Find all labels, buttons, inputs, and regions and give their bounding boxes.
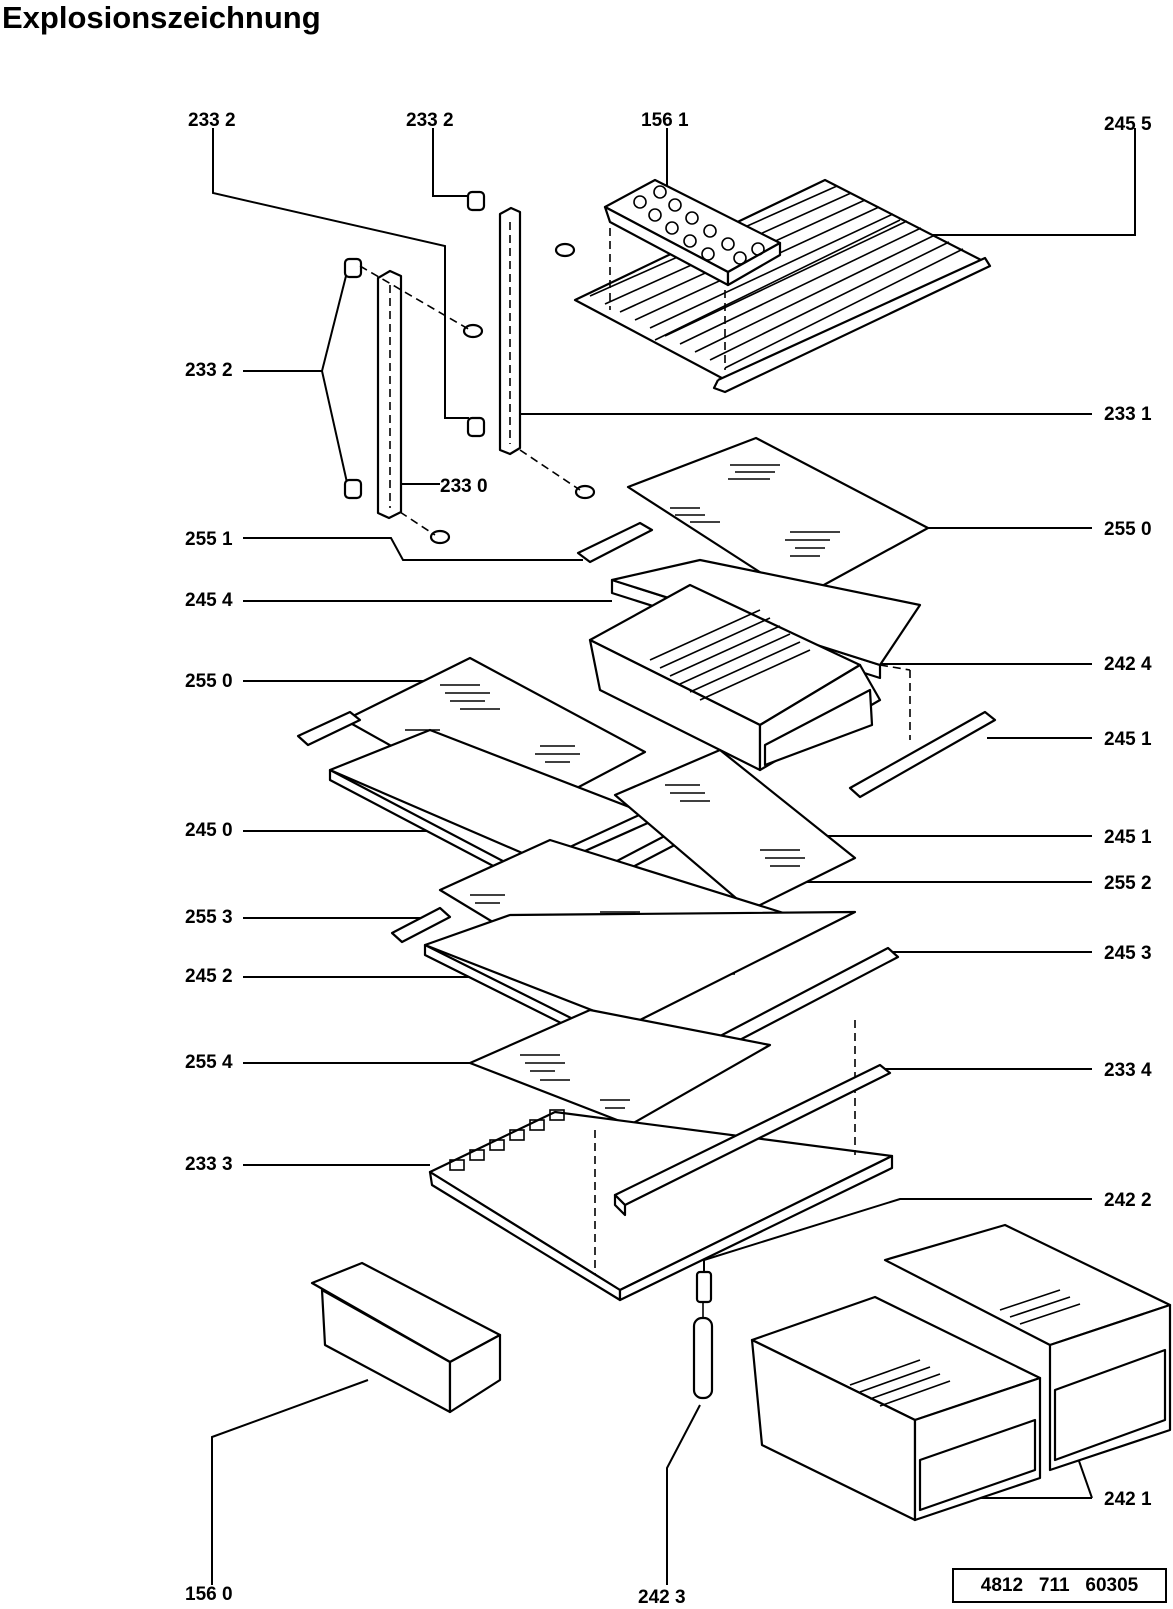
label-255-1: 255 1 [185,529,233,550]
frame-245-0 [328,728,652,882]
label-233-2-top-middle: 233 2 [406,110,454,131]
label-255-3: 255 3 [185,907,233,928]
glass-plate-255-4 [468,1008,772,1127]
label-233-1: 233 1 [1104,404,1152,425]
label-255-0-left: 255 0 [185,671,233,692]
ice-tray-156-1 [603,178,782,370]
butter-dish-156-0 [310,1261,502,1414]
label-242-4: 242 4 [1104,654,1152,675]
crisper-cover-233-3 [428,1020,894,1302]
label-255-2: 255 2 [1104,873,1152,894]
label-242-3: 242 3 [638,1587,686,1608]
label-233-4: 233 4 [1104,1060,1152,1081]
label-242-2: 242 2 [1104,1190,1152,1211]
label-156-1: 156 1 [641,110,689,131]
frame-233-4 [613,1063,892,1217]
rail-245-1-upper [848,710,997,799]
sensor-242-3 [692,1270,714,1400]
label-233-3: 233 3 [185,1154,233,1175]
rail-255-3 [390,906,452,944]
glass-plate-255-0-upper [626,436,930,600]
wire-shelf-245-5 [573,178,992,394]
rail-255-1 [576,521,654,564]
glass-plate-255-2 [613,748,857,912]
page-title: Explosionszeichnung [2,0,321,35]
clips-233-2 [343,190,596,545]
label-233-2-left: 233 2 [185,360,233,381]
label-233-2-top-left: 233 2 [188,110,236,131]
rail-233-1 [498,206,522,456]
label-245-5: 245 5 [1104,114,1152,135]
vegetable-drawers-242-1 [750,1223,1172,1522]
label-245-1-lower: 245 1 [1104,827,1152,848]
label-255-4: 255 4 [185,1052,233,1073]
label-233-0: 233 0 [440,476,488,497]
label-245-4: 245 4 [185,590,233,611]
rail-255-x [296,710,362,747]
label-242-1: 242 1 [1104,1489,1152,1510]
label-245-3: 245 3 [1104,943,1152,964]
document-number-box: 4812 711 60305 [952,1568,1167,1603]
drawer-242-4 [588,583,911,772]
part-labels: 233 2 233 2 156 1 245 5 233 2 233 1 233 … [185,110,1152,1608]
label-245-0: 245 0 [185,820,233,841]
label-245-1-upper: 245 1 [1104,729,1152,750]
rail-233-0 [376,269,403,520]
label-245-2: 245 2 [185,966,233,987]
label-156-0: 156 0 [185,1584,233,1605]
label-255-0-right: 255 0 [1104,519,1152,540]
